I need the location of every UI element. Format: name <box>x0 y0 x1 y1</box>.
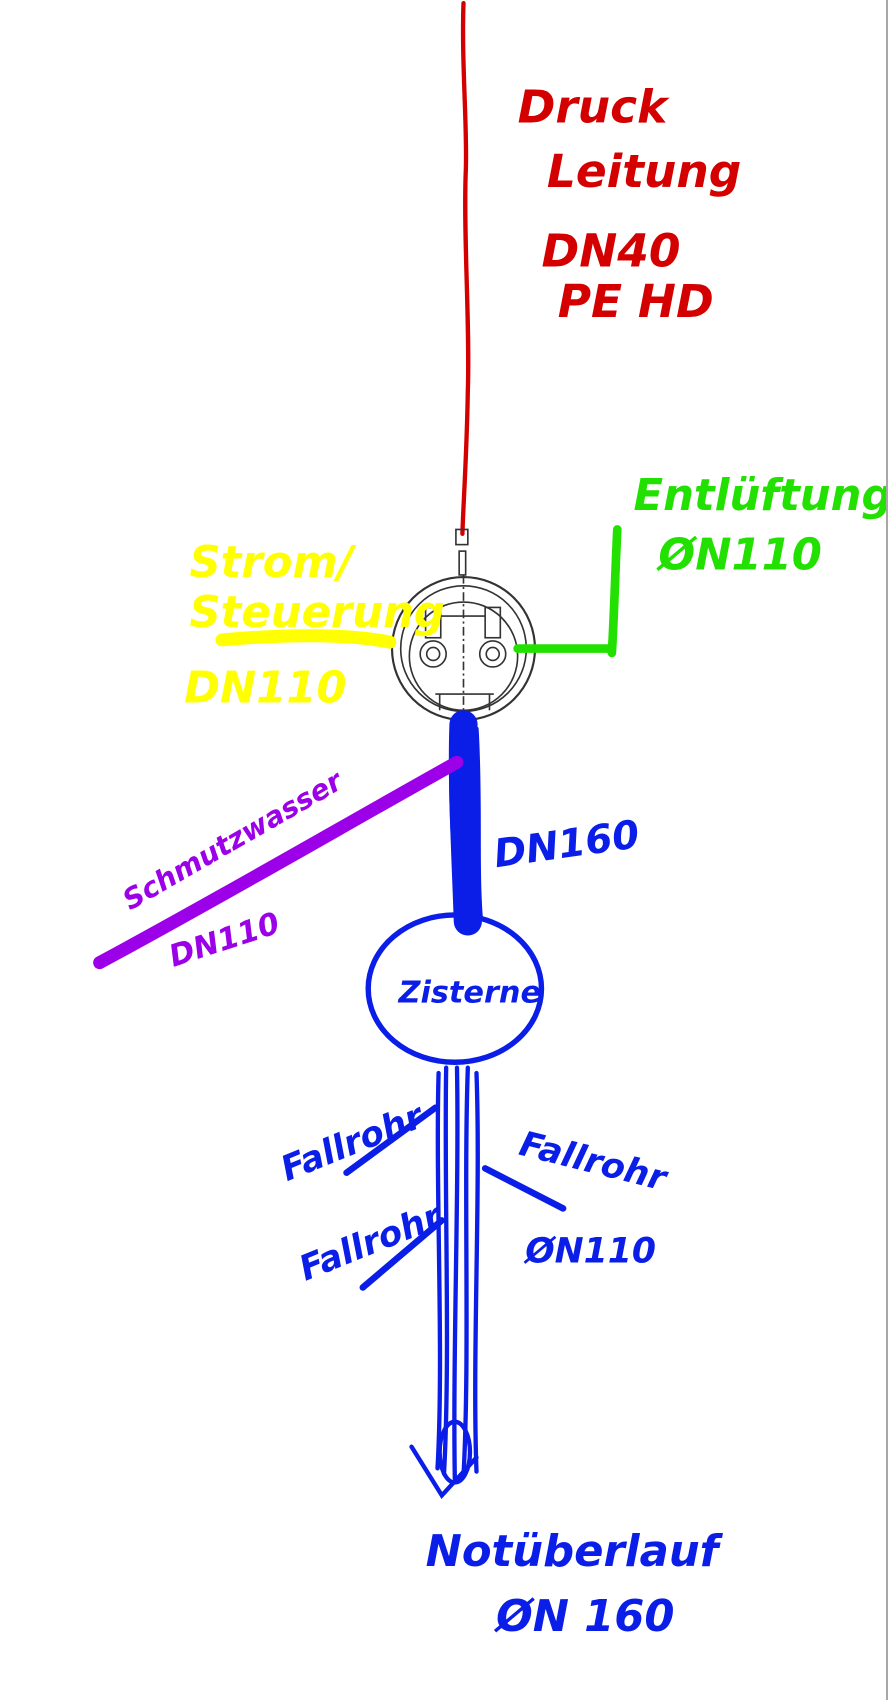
pressure-label-4: PE HD <box>558 275 714 328</box>
pressure-label-1: Druck <box>518 80 670 133</box>
power-label-3: DN110 <box>184 664 347 714</box>
wastewater-pipe <box>93 755 464 970</box>
downpipe-label-right: Fallrohr <box>515 1124 672 1199</box>
power-label-1: Strom/ <box>190 538 357 588</box>
vent-pipe <box>513 525 622 658</box>
pressure-line <box>460 0 471 536</box>
page-edge <box>886 0 888 1700</box>
vent-label-2: ØN110 <box>655 531 821 581</box>
downpipe-right <box>481 1165 567 1212</box>
pressure-label-3: DN40 <box>541 224 680 277</box>
downpipe-label-left-top: Fallrohr <box>275 1096 430 1190</box>
main-pipe <box>448 710 483 936</box>
downpipe-label-left-bottom: Fallrohr <box>294 1196 449 1290</box>
downpipe-left-top <box>343 1104 439 1176</box>
overflow-pipe <box>409 1065 480 1499</box>
downpipe-left-bottom <box>359 1217 446 1291</box>
pressure-label-2: Leitung <box>547 145 741 198</box>
downpipe-label-right-size: ØN110 <box>523 1232 656 1272</box>
power-conduit <box>215 629 397 649</box>
power-label-2: Steuerung <box>190 588 445 638</box>
overflow-label-1: Notüberlauf <box>426 1527 724 1577</box>
vent-label-1: Entlüftung <box>634 471 888 521</box>
main-pipe-label: DN160 <box>491 812 642 877</box>
cistern-circle <box>365 912 545 1065</box>
overflow-label-2: ØN 160 <box>493 1592 674 1642</box>
cistern-label: Zisterne <box>398 976 542 1011</box>
